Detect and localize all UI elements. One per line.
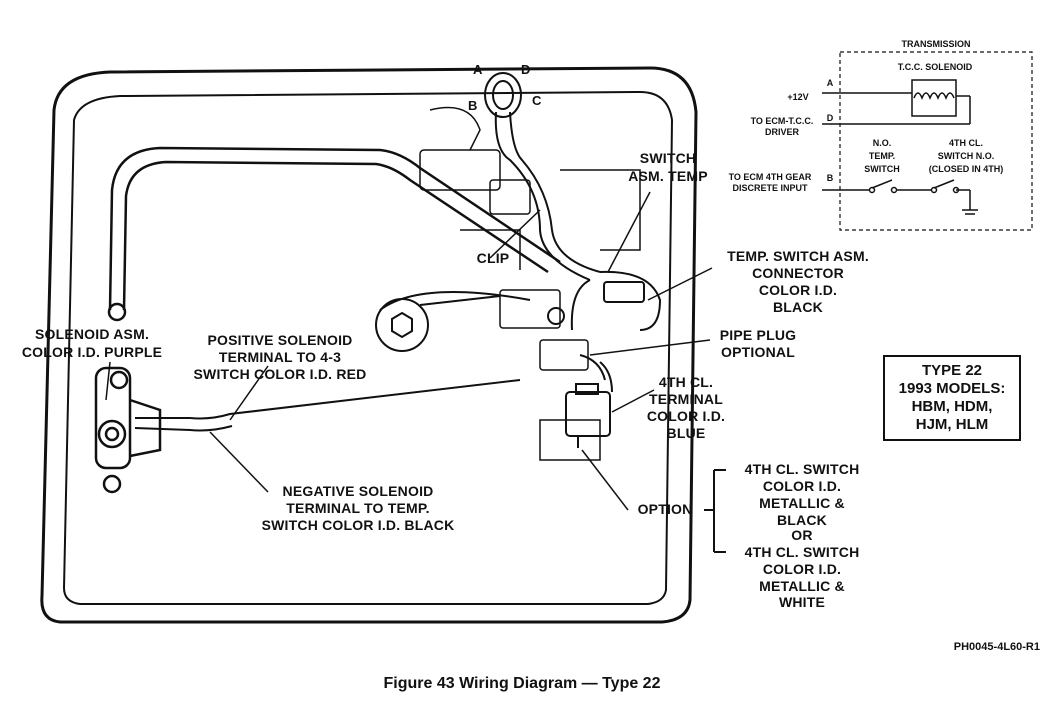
- svg-text:SOLENOID ASM.: SOLENOID ASM.: [35, 326, 149, 342]
- svg-text:TEMP. SWITCH ASM.: TEMP. SWITCH ASM.: [727, 248, 869, 264]
- svg-text:POSITIVE SOLENOID: POSITIVE SOLENOID: [208, 332, 353, 348]
- valve-body-details: [419, 106, 641, 461]
- type-22-box: TYPE 22 1993 MODELS: HBM, HDM, HJM, HLM: [883, 355, 1021, 441]
- svg-text:TO ECM 4TH GEAR: TO ECM 4TH GEAR: [729, 172, 812, 182]
- svg-text:WHITE: WHITE: [779, 594, 825, 610]
- svg-text:PIPE PLUG: PIPE PLUG: [720, 327, 796, 343]
- solenoid-wires: [134, 291, 606, 432]
- svg-text:SWITCH: SWITCH: [864, 164, 900, 174]
- svg-text:HBM, HDM,: HBM, HDM,: [912, 398, 993, 415]
- svg-text:1993 MODELS:: 1993 MODELS:: [899, 380, 1006, 397]
- svg-text:TEMP.: TEMP.: [869, 151, 895, 161]
- svg-text:N.O.: N.O.: [873, 138, 892, 148]
- fluid-pipe: [107, 146, 561, 322]
- svg-text:(CLOSED IN 4TH): (CLOSED IN 4TH): [929, 164, 1004, 174]
- svg-text:OPTIONAL: OPTIONAL: [721, 344, 795, 360]
- pin-c: C: [532, 93, 542, 108]
- svg-text:METALLIC &: METALLIC &: [759, 578, 845, 594]
- svg-text:TERMINAL: TERMINAL: [649, 391, 723, 407]
- transmission-schematic: TRANSMISSION T.C.C. SOLENOID +12V A: [729, 39, 1033, 231]
- svg-text:SWITCH N.O.: SWITCH N.O.: [938, 151, 995, 161]
- svg-text:OPTION: OPTION: [638, 501, 693, 517]
- svg-text:NEGATIVE SOLENOID: NEGATIVE SOLENOID: [283, 483, 434, 499]
- svg-text:4TH CL. SWITCH: 4TH CL. SWITCH: [745, 544, 860, 560]
- leader-lines: [105, 191, 713, 511]
- svg-text:BLACK: BLACK: [777, 512, 827, 528]
- svg-text:CONNECTOR: CONNECTOR: [752, 265, 844, 281]
- transmission-case-outline: [40, 66, 698, 624]
- svg-text:ASM. TEMP: ASM. TEMP: [628, 168, 708, 184]
- svg-text:COLOR I.D.: COLOR I.D.: [759, 282, 837, 298]
- svg-text:TERMINAL TO 4-3: TERMINAL TO 4-3: [219, 349, 341, 365]
- figure-caption: Figure 43 Wiring Diagram — Type 22: [384, 675, 661, 692]
- svg-text:DRIVER: DRIVER: [765, 127, 800, 137]
- svg-text:4TH CL.: 4TH CL.: [949, 138, 983, 148]
- callout-fourth-cl-terminal: 4TH CL. TERMINAL COLOR I.D. BLUE: [647, 374, 725, 441]
- callout-switch-asm-temp: SWITCH ASM. TEMP: [628, 150, 708, 184]
- svg-text:SWITCH COLOR I.D. RED: SWITCH COLOR I.D. RED: [194, 366, 367, 382]
- callout-positive-solenoid: POSITIVE SOLENOID TERMINAL TO 4-3 SWITCH…: [194, 332, 367, 382]
- callout-pipe-plug: PIPE PLUG OPTIONAL: [720, 327, 796, 360]
- solenoid-assembly: [94, 366, 162, 494]
- tcc-solenoid-coil: [911, 79, 957, 117]
- callout-negative-solenoid: NEGATIVE SOLENOID TERMINAL TO TEMP. SWIT…: [262, 483, 455, 533]
- svg-text:TERMINAL TO TEMP.: TERMINAL TO TEMP.: [286, 500, 429, 516]
- svg-text:SWITCH: SWITCH: [640, 150, 696, 166]
- pin-b: B: [468, 98, 477, 113]
- svg-text:BLUE: BLUE: [667, 425, 706, 441]
- callout-temp-switch-connector: TEMP. SWITCH ASM. CONNECTOR COLOR I.D. B…: [727, 248, 869, 315]
- hex-bolt: [375, 295, 501, 352]
- svg-text:DISCRETE INPUT: DISCRETE INPUT: [732, 183, 808, 193]
- svg-text:COLOR I.D. PURPLE: COLOR I.D. PURPLE: [22, 344, 162, 360]
- svg-text:D: D: [827, 113, 834, 123]
- svg-text:4TH CL.: 4TH CL.: [659, 374, 713, 390]
- callout-clip: CLIP: [477, 250, 510, 266]
- svg-text:4TH CL. SWITCH: 4TH CL. SWITCH: [745, 461, 860, 477]
- svg-text:COLOR I.D.: COLOR I.D.: [763, 561, 841, 577]
- svg-text:BLACK: BLACK: [773, 299, 823, 315]
- callout-solenoid-asm: SOLENOID ASM. COLOR I.D. PURPLE: [22, 326, 162, 360]
- fourth-switch-symbol: [930, 179, 960, 194]
- temp-switch-symbol: [868, 179, 898, 194]
- case-connector: [484, 72, 662, 331]
- callout-option: OPTION 4TH CL. SWITCH COLOR I.D. METALLI…: [638, 461, 860, 610]
- svg-text:SWITCH COLOR I.D. BLACK: SWITCH COLOR I.D. BLACK: [262, 517, 455, 533]
- svg-text:A: A: [827, 78, 834, 88]
- pin-d: D: [521, 62, 530, 77]
- svg-text:B: B: [827, 173, 834, 183]
- svg-text:HJM, HLM: HJM, HLM: [916, 416, 989, 433]
- svg-text:METALLIC &: METALLIC &: [759, 495, 845, 511]
- svg-text:TO ECM-T.C.C.: TO ECM-T.C.C.: [751, 116, 814, 126]
- svg-text:OR: OR: [791, 527, 812, 543]
- svg-text:T.C.C. SOLENOID: T.C.C. SOLENOID: [898, 62, 973, 72]
- svg-text:COLOR I.D.: COLOR I.D.: [763, 478, 841, 494]
- svg-text:+12V: +12V: [787, 92, 808, 102]
- pin-a: A: [473, 62, 483, 77]
- connector-pin-labels: A D B C: [468, 62, 542, 113]
- fourth-clutch-switch: [565, 361, 613, 448]
- schematic-title: TRANSMISSION: [901, 39, 970, 49]
- part-code: PH0045-4L60-R1: [954, 641, 1040, 653]
- svg-text:COLOR I.D.: COLOR I.D.: [647, 408, 725, 424]
- svg-text:TYPE 22: TYPE 22: [922, 362, 982, 379]
